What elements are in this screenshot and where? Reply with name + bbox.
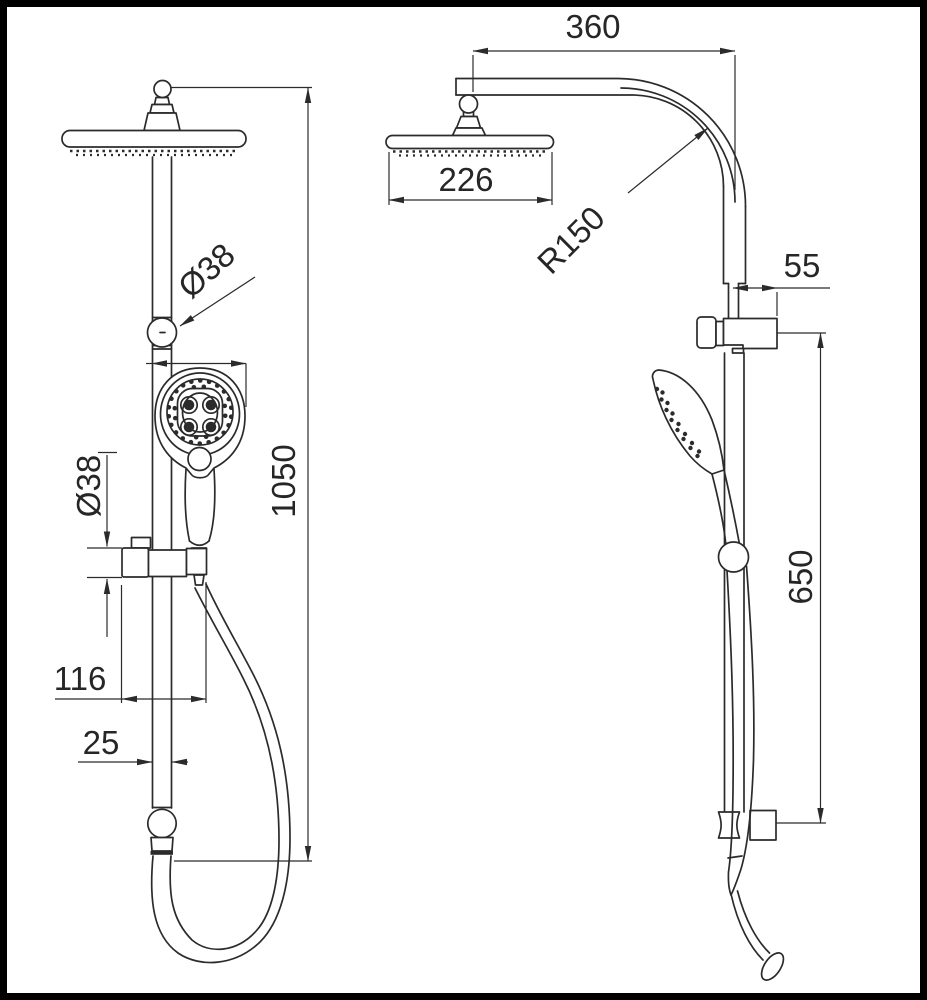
dim-bend-radius: R150 (530, 127, 709, 281)
front-hand-shower (154, 367, 246, 586)
dim-upper-joint-diameter: Ø38 (171, 236, 256, 327)
dim-bracket-offset: 55 (732, 247, 830, 316)
side-hose (730, 893, 764, 961)
dim-hand-shower-width (146, 360, 247, 407)
dim-label-bend-radius: R150 (530, 199, 612, 281)
side-spray-face-dots (654, 386, 702, 459)
front-spray-nozzles-small (166, 378, 234, 446)
front-top-neck (153, 96, 171, 106)
side-hand-shower (651, 369, 785, 981)
dim-slider-diameter: Ø38 (70, 451, 122, 637)
dim-label-bracket-to-handle: 116 (54, 660, 107, 697)
side-handle-swivel (717, 541, 750, 573)
dim-label-pipe-diameter: 25 (83, 724, 120, 761)
dim-label-overall-height: 1050 (265, 444, 302, 517)
front-view (61, 79, 291, 964)
side-hose-end (760, 952, 785, 981)
front-overhead-shower-disc (61, 129, 247, 148)
dim-head-diameter: 226 (388, 152, 553, 205)
side-bottom-bracket (717, 809, 777, 841)
dim-bracket-to-handle: 116 (54, 582, 207, 703)
front-spray-nozzles-large (179, 395, 221, 437)
side-overhead-shower-disc (385, 134, 555, 150)
front-spray-mode-plate (176, 387, 224, 437)
dim-label-upper-joint-diameter: Ø38 (171, 236, 242, 305)
dim-rail-length: 650 (776, 332, 826, 824)
dim-label-slider-diameter: Ø38 (70, 455, 107, 517)
dim-label-bracket-offset: 55 (784, 247, 821, 284)
dim-label-head-diameter: 226 (438, 161, 493, 198)
front-handle (184, 468, 191, 542)
dim-label-rail-length: 650 (782, 549, 819, 604)
front-hose-connector (150, 836, 174, 852)
side-view (385, 77, 785, 981)
dim-label-arm-reach: 360 (565, 8, 620, 45)
front-slider-bracket (121, 536, 208, 578)
side-arm-outer (455, 77, 747, 208)
dim-overall-height: 1050 (171, 86, 312, 862)
side-slider-bracket (696, 316, 778, 354)
dim-arm-reach: 360 (472, 8, 736, 190)
side-top-ball-joint (458, 94, 479, 114)
side-handle (726, 569, 735, 896)
front-hose (150, 583, 291, 964)
front-bottom-ball-joint (146, 808, 178, 839)
front-top-ball-joint (153, 79, 172, 99)
front-handle-button (187, 446, 212, 472)
dim-pipe-diameter: 25 (78, 724, 188, 766)
